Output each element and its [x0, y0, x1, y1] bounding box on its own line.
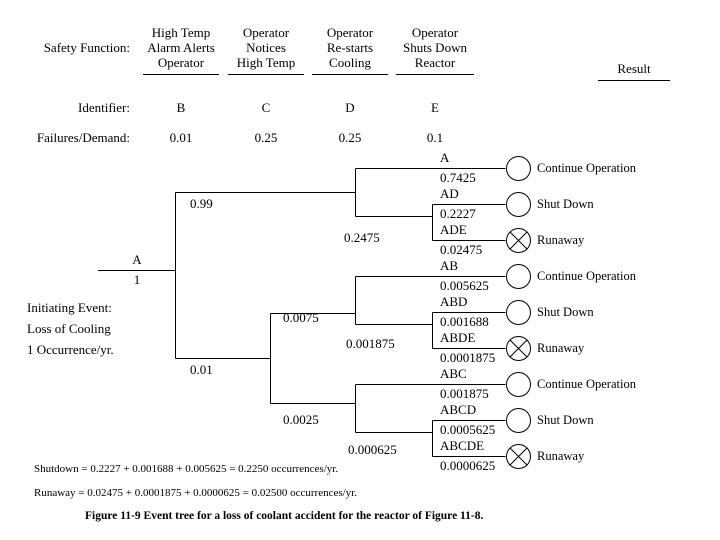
column-header-e-line3: Reactor	[414, 55, 456, 70]
branch-prob-d-group3: 0.000625	[348, 442, 397, 457]
outcome-value: 0.001875	[440, 386, 489, 401]
branch-prob-c-failure: 0.0025	[283, 412, 319, 427]
column-rule-b	[143, 74, 219, 75]
safety-function-label: Safety Function:	[43, 40, 130, 55]
initiating-event-frequency: 1	[133, 272, 141, 287]
result-header: Result	[617, 61, 651, 76]
outcome-value: 0.001688	[440, 314, 489, 329]
branch-prob-c-success: 0.0075	[283, 310, 319, 325]
outcome-value: 0.7425	[440, 170, 476, 185]
column-header-c-line1: Operator	[242, 25, 290, 40]
open-circle-icon	[506, 408, 531, 433]
outcome-code: ABDE	[440, 330, 476, 345]
column-header-d-line3: Cooling	[329, 55, 371, 70]
outcome-code: ABC	[440, 366, 467, 381]
column-header-e-line2: Shuts Down	[403, 40, 467, 55]
outcome-code: ADE	[440, 222, 467, 237]
open-circle-icon	[506, 300, 531, 325]
outcome-result: Continue Operation	[537, 377, 636, 391]
identifier-d: D	[345, 100, 355, 115]
outcome-code: A	[440, 150, 450, 165]
summary-runaway: Runaway = 0.02475 + 0.0001875 + 0.000062…	[34, 487, 357, 499]
crossed-circle-icon	[506, 444, 531, 469]
outcome-result: Continue Operation	[537, 161, 636, 175]
outcome-result: Shut Down	[537, 413, 594, 427]
failures-per-demand-e: 0.1	[426, 130, 444, 145]
open-circle-icon	[506, 192, 531, 217]
identifier-b: B	[176, 100, 186, 115]
outcome-result: Runaway	[537, 449, 585, 463]
identifier-e: E	[431, 100, 439, 115]
open-circle-icon	[506, 372, 531, 397]
column-header-b-line1: High Temp	[151, 25, 211, 40]
outcome-code: AD	[440, 186, 459, 201]
outcome-result: Runaway	[537, 341, 585, 355]
initiating-event-line2: Loss of Cooling	[27, 321, 111, 336]
summary-shutdown: Shutdown = 0.2227 + 0.001688 + 0.005625 …	[34, 463, 339, 475]
open-circle-icon	[506, 156, 531, 181]
column-rule-e	[396, 74, 474, 75]
column-header-d-line1: Operator	[326, 25, 374, 40]
outcome-value: 0.2227	[440, 206, 476, 221]
outcome-value: 0.02475	[440, 242, 483, 257]
failures-per-demand-c: 0.25	[254, 130, 278, 145]
column-header-d-line2: Re-starts	[326, 40, 374, 55]
failures-per-demand-d: 0.25	[338, 130, 362, 145]
branch-prob-d-group2: 0.001875	[346, 336, 395, 351]
outcome-value: 0.0000625	[440, 458, 496, 473]
initiating-event-line1: Initiating Event:	[27, 300, 112, 315]
outcome-result: Shut Down	[537, 197, 594, 211]
column-header-c: Operator Notices High Temp	[228, 25, 304, 70]
outcome-code: ABCDE	[440, 438, 485, 453]
failures-per-demand-b: 0.01	[169, 130, 193, 145]
figure-caption: Figure 11-9 Event tree for a loss of coo…	[85, 510, 484, 522]
outcome-code: ABCD	[440, 402, 477, 417]
outcome-result: Runaway	[537, 233, 585, 247]
column-header-b-line3: Operator	[157, 55, 205, 70]
outcome-value: 0.0001875	[440, 350, 496, 365]
outcome-code: AB	[440, 258, 459, 273]
branch-prob-b-failure: 0.01	[190, 362, 213, 377]
column-header-d: Operator Re-starts Cooling	[312, 25, 388, 70]
identifier-c: C	[261, 100, 271, 115]
outcome-result: Continue Operation	[537, 269, 636, 283]
open-circle-icon	[506, 264, 531, 289]
column-header-b-line2: Alarm Alerts	[147, 40, 215, 55]
column-header-e-line1: Operator	[411, 25, 459, 40]
initiating-event-code: A	[132, 252, 142, 267]
column-rule-c	[228, 74, 304, 75]
column-header-b: High Temp Alarm Alerts Operator	[143, 25, 219, 70]
failures-per-demand-label: Failures/Demand:	[36, 130, 130, 145]
column-header-c-line3: High Temp	[236, 55, 296, 70]
column-header-c-line2: Notices	[246, 40, 286, 55]
initiating-event-line3: 1 Occurrence/yr.	[27, 342, 114, 357]
branch-prob-b-success: 0.99	[190, 196, 213, 211]
outcome-code: ABD	[440, 294, 468, 309]
outcome-value: 0.005625	[440, 278, 489, 293]
crossed-circle-icon	[506, 336, 531, 361]
crossed-circle-icon	[506, 228, 531, 253]
branch-prob-d-group1: 0.2475	[344, 230, 380, 245]
result-rule	[598, 80, 670, 81]
column-rule-d	[312, 74, 388, 75]
outcome-result: Shut Down	[537, 305, 594, 319]
outcome-value: 0.0005625	[440, 422, 496, 437]
column-header-e: Operator Shuts Down Reactor	[396, 25, 474, 70]
identifier-label: Identifier:	[78, 100, 130, 115]
